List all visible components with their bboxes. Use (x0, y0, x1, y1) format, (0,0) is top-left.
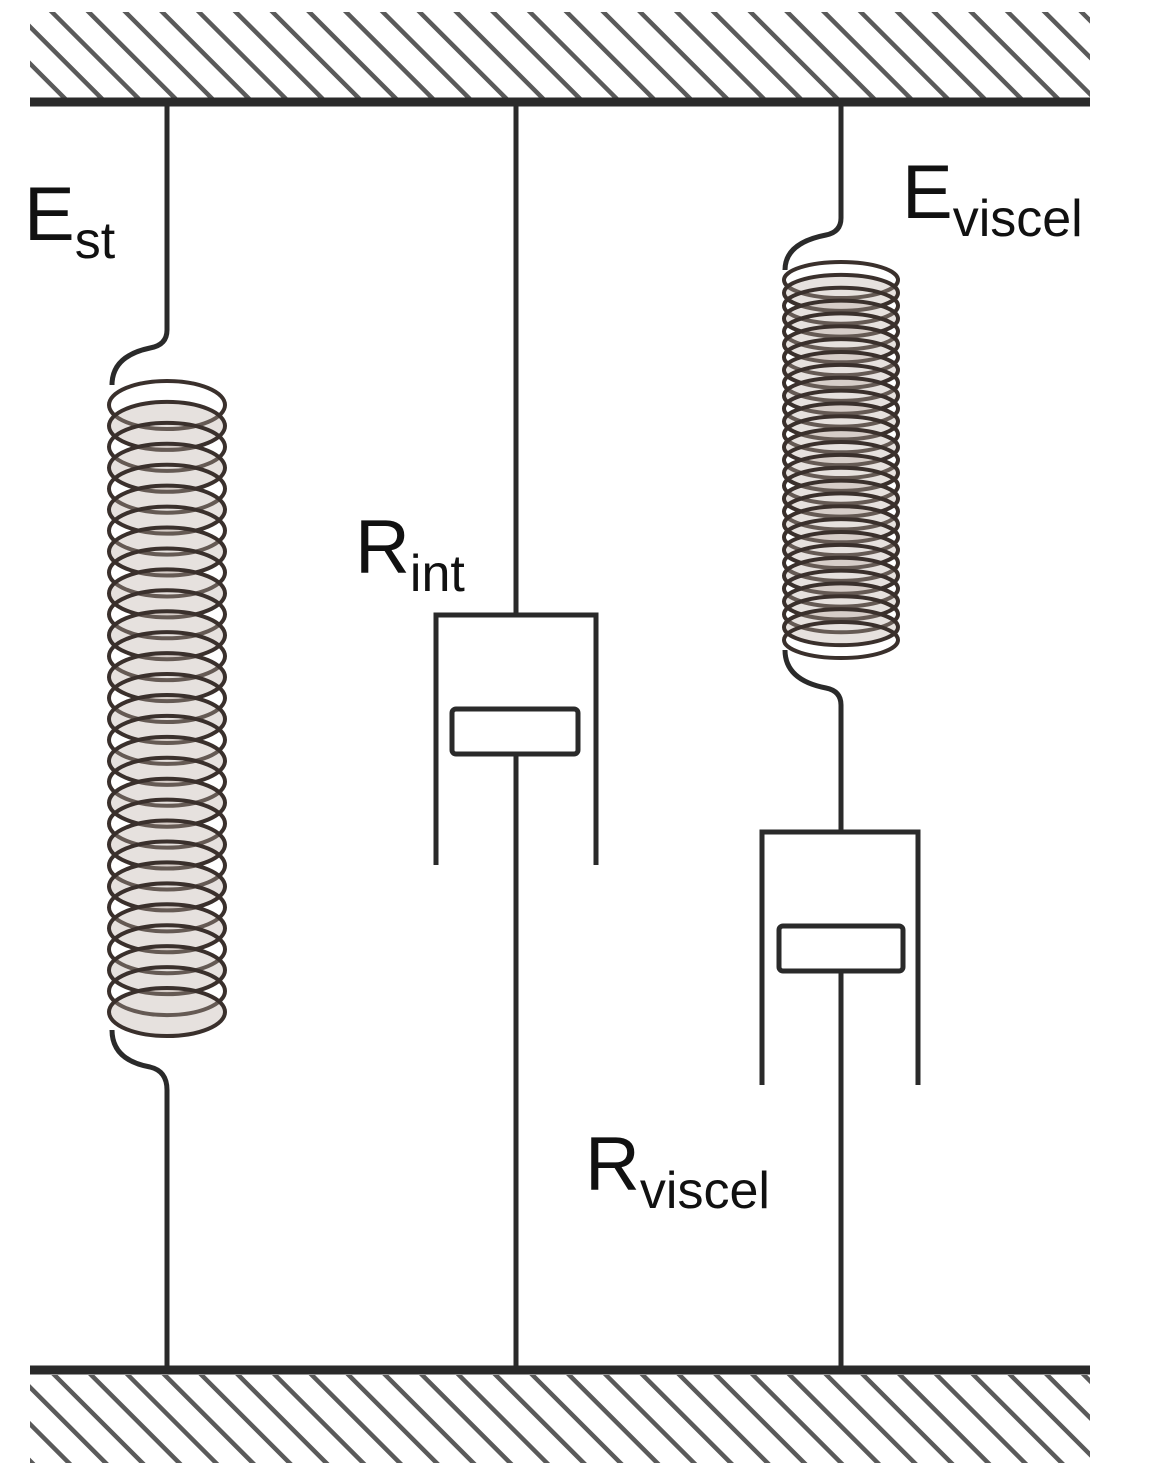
spring-coil-loop (107, 713, 227, 766)
spring-coil-loop (107, 881, 227, 934)
spring-coil-loop (782, 594, 900, 635)
spring-coil-loop (107, 483, 227, 536)
spring-coil-loop (782, 285, 900, 326)
spring-coil-loop (782, 440, 900, 480)
spring-coil-loop (107, 651, 227, 704)
e-st-spring-bottom-arc (109, 1029, 170, 1091)
spring-coil-loop (107, 923, 227, 976)
top-wall-hatch (30, 12, 1090, 100)
spring-coil-loop (782, 311, 900, 352)
label-e-viscel: Eviscel (902, 150, 1083, 248)
spring-coil-loop (782, 491, 900, 532)
spring-coil-loop (107, 609, 227, 662)
spring-coil-loop (782, 465, 900, 506)
branch-spring-e-st (107, 102, 227, 1370)
spring-coil-loop (782, 362, 900, 403)
spring-coil-loop (782, 260, 900, 300)
spring-coil-loop (782, 414, 900, 455)
r-viscel-piston (776, 923, 906, 974)
spring-coil-loop (107, 630, 227, 683)
e-viscel-spring-bottom-arc (782, 649, 844, 706)
spring-coil-loop (107, 672, 227, 725)
spring-coil-loop (107, 797, 227, 850)
spring-coil-loop (107, 399, 227, 452)
spring-coil-loop (107, 734, 227, 787)
spring-coil-loop (782, 620, 900, 660)
r-int-piston (449, 706, 581, 757)
bottom-wall-hatch (30, 1375, 1090, 1463)
spring-coil-loop (107, 525, 227, 578)
spring-coil-loop (107, 567, 227, 620)
spring-coil-loop (782, 388, 900, 429)
branch-dashpot-r-int (433, 102, 599, 1370)
spring-coil-loop (107, 588, 227, 641)
spring-coil-loop (107, 379, 227, 431)
bottom-wall (30, 1365, 1090, 1463)
spring-coil-loop (107, 420, 227, 473)
spring-coil-loop (107, 504, 227, 557)
spring-coil-loop (107, 441, 227, 494)
e-viscel-spring-top-arc (782, 217, 844, 271)
spring-coil-loop (107, 818, 227, 871)
spring-coil-loop (107, 839, 227, 892)
spring-coil-loop (782, 607, 900, 648)
spring-coil-loop (107, 965, 227, 1018)
top-wall (30, 12, 1090, 107)
spring-coil-loop (107, 462, 227, 515)
spring-coil-loop (107, 902, 227, 955)
spring-coil-loop (782, 568, 900, 609)
spring-coil-loop (782, 337, 900, 378)
spring-coil-loop (107, 986, 227, 1038)
spring-coil-loop (782, 517, 900, 558)
spring-coil-loop (107, 944, 227, 997)
spring-coil-loop (107, 860, 227, 913)
spring-coil-loop (782, 542, 900, 583)
branch-maxwell-viscel (759, 102, 921, 1370)
e-viscel-spring-coil (782, 260, 900, 660)
label-r-viscel: Rviscel (585, 1122, 770, 1220)
spring-coil-loop (107, 776, 227, 829)
label-e-st: Est (24, 172, 116, 270)
r-viscel-cylinder (759, 829, 921, 1085)
r-int-cylinder (433, 612, 599, 865)
spring-coil-loop (107, 755, 227, 808)
spring-coil-loop (107, 546, 227, 599)
label-r-int: Rint (355, 505, 465, 603)
e-st-spring-top-arc (109, 329, 170, 386)
spring-coil-loop (107, 692, 227, 745)
e-st-spring-coil (107, 379, 227, 1038)
